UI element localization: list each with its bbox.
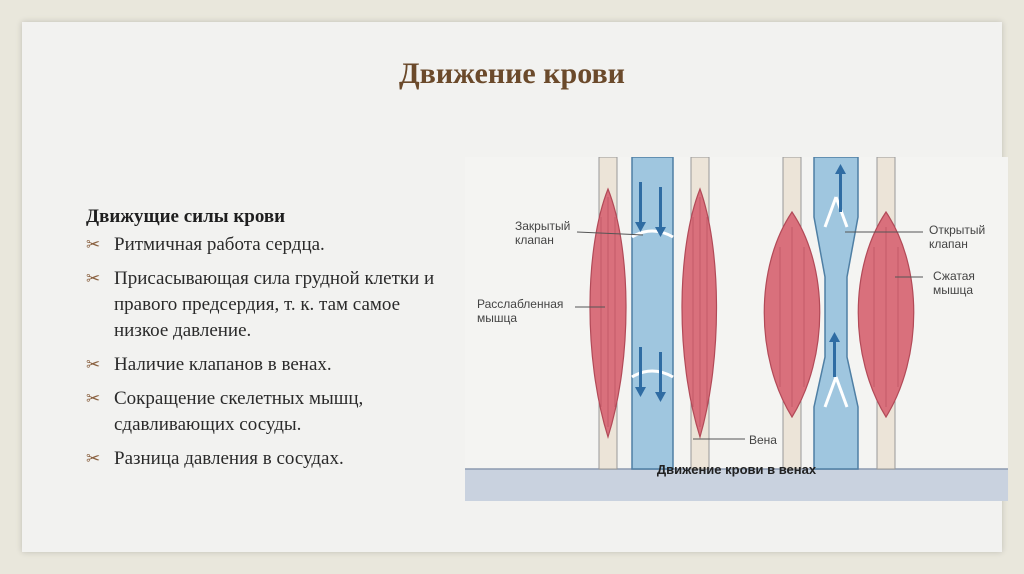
bullet-icon: ✂ (86, 269, 101, 288)
label-contracted-muscle: Сжатая мышца (933, 269, 975, 297)
vein-diagram: Закрытый клапан Расслабленная мышца Откр… (465, 157, 1008, 501)
list-item-text: Наличие клапанов в венах. (114, 354, 332, 375)
list-item-text: Разница давления в сосудах. (114, 448, 344, 469)
list-item-text: Присасывающая сила грудной клетки и прав… (114, 268, 435, 341)
list-item: ✂ Разница давления в сосудах. (86, 446, 446, 472)
list-item: ✂ Присасывающая сила грудной клетки и пр… (86, 266, 446, 344)
left-muscle-pair (589, 157, 718, 470)
closed-valve-lower (631, 369, 674, 379)
list-item-text: Сокращение скелетных мышц, сдавливающих … (114, 388, 364, 435)
bullet-icon: ✂ (86, 449, 101, 468)
slide-title: Движение крови (399, 57, 625, 90)
bullet-icon: ✂ (86, 389, 101, 408)
diagram-caption: Движение крови в венах (656, 462, 817, 477)
list-item-text: Ритмичная работа сердца. (114, 234, 325, 255)
arrow-down-icon (635, 182, 666, 402)
label-relaxed-muscle: Расслабленная мышца (477, 297, 564, 325)
open-valve-lower (823, 376, 849, 408)
section-heading: Движущие силы крови (86, 206, 286, 227)
list-item: ✂ Сокращение скелетных мышц, сдавливающих… (86, 386, 446, 438)
bullet-icon: ✂ (86, 355, 101, 374)
label-open-valve: Открытый клапан (929, 223, 986, 251)
right-muscle-pair (763, 157, 915, 470)
bullet-icon: ✂ (86, 235, 101, 254)
label-closed-valve: Закрытый клапан (515, 219, 571, 247)
vein-diagram-illustration (465, 157, 1008, 501)
list-item: ✂ Наличие клапанов в венах. (86, 352, 446, 378)
vein-right (813, 157, 859, 470)
ground-bar (465, 469, 1008, 501)
diagram-background (465, 157, 1008, 501)
label-vein: Вена (749, 433, 777, 447)
content-block: Движущие силы крови ✂ Ритмичная работа се… (86, 204, 446, 480)
arrow-up-icon (829, 164, 846, 377)
bullet-list: ✂ Ритмичная работа сердца. ✂ Присасывающа… (86, 232, 446, 472)
list-item: ✂ Ритмичная работа сердца. (86, 232, 446, 258)
relaxed-muscle-right (681, 187, 718, 440)
leader-lines (575, 231, 923, 440)
closed-valve (631, 229, 674, 239)
vein-left (631, 157, 674, 470)
